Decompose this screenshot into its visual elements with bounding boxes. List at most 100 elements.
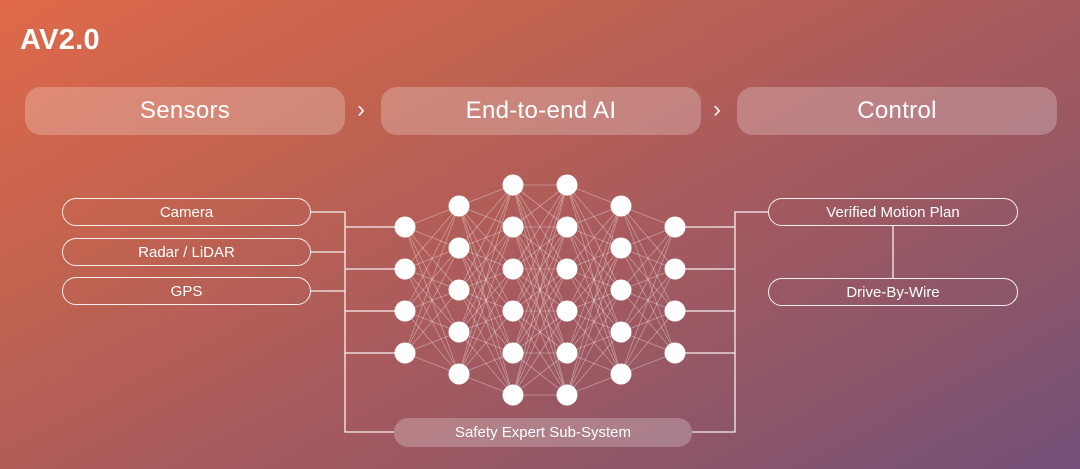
- network-edge: [512, 184, 568, 396]
- network-edge: [566, 247, 622, 396]
- network-edge: [512, 184, 568, 354]
- network-edge: [512, 268, 568, 312]
- network-edge: [458, 226, 514, 333]
- network-edge: [404, 268, 460, 333]
- network-edge: [512, 184, 568, 312]
- network-edge: [620, 268, 676, 333]
- network-node-layer-1: [394, 216, 416, 238]
- network-node-layer-1: [394, 342, 416, 364]
- network-edge: [512, 310, 568, 354]
- network-node-layer-3: [502, 384, 524, 406]
- connector-lines: [311, 211, 894, 433]
- network-edge: [404, 247, 460, 354]
- network-edge: [404, 205, 460, 354]
- network-edge: [620, 247, 676, 354]
- network-edge: [404, 205, 460, 270]
- network-edge: [566, 268, 622, 375]
- network-edge: [512, 310, 568, 354]
- network-edge: [458, 205, 514, 396]
- network-edge: [404, 226, 460, 375]
- network-edge: [566, 268, 622, 333]
- network-edge: [566, 205, 622, 354]
- network-edge: [512, 268, 568, 396]
- network-node-layer-5: [610, 195, 632, 217]
- network-edge: [620, 247, 676, 312]
- network-edge: [458, 205, 514, 270]
- network-edge: [458, 226, 514, 375]
- network-node-layer-2: [448, 363, 470, 385]
- network-node-layer-3: [502, 300, 524, 322]
- network-edge: [512, 226, 568, 396]
- network-edge: [512, 226, 568, 354]
- network-edge: [566, 247, 622, 354]
- network-node-layer-2: [448, 195, 470, 217]
- network-edge: [620, 205, 676, 354]
- network-node-layer-5: [610, 279, 632, 301]
- network-edge: [458, 226, 514, 291]
- network-edge: [620, 205, 676, 312]
- network-edge: [512, 226, 568, 396]
- network-edge: [458, 331, 514, 396]
- network-edge: [620, 226, 676, 333]
- network-edge: [404, 226, 460, 291]
- network-edge: [512, 184, 568, 354]
- network-node-layer-5: [610, 363, 632, 385]
- output-bus-line: [692, 211, 768, 433]
- network-node-layer-1: [394, 300, 416, 322]
- network-node-layer-4: [556, 384, 578, 406]
- network-node-layer-3: [502, 174, 524, 196]
- output-drive-by-wire: Drive-By-Wire: [768, 278, 1018, 306]
- network-edge: [566, 331, 622, 396]
- network-edge: [458, 289, 514, 354]
- network-edge: [458, 205, 514, 312]
- network-edge: [566, 184, 622, 291]
- network-node-layer-4: [556, 300, 578, 322]
- network-edge: [458, 268, 514, 375]
- network-edge: [620, 268, 676, 375]
- network-edge: [566, 226, 622, 333]
- network-edge: [620, 289, 676, 354]
- network-edge: [458, 247, 514, 354]
- network-edge: [512, 184, 568, 228]
- network-edge: [404, 205, 460, 312]
- chevron-right-icon: ›: [357, 96, 365, 123]
- network-edge: [512, 310, 568, 396]
- input-camera: Camera: [62, 198, 311, 226]
- network-edge: [566, 184, 622, 249]
- network-node-layer-6: [664, 216, 686, 238]
- input-feed-lines: [345, 226, 405, 354]
- network-node-layer-6: [664, 258, 686, 280]
- network-edge: [620, 205, 676, 270]
- network-edge: [566, 184, 622, 375]
- output-verified-motion-plan: Verified Motion Plan: [768, 198, 1018, 226]
- input-radar-lidar: Radar / LiDAR: [62, 238, 311, 266]
- network-edge: [458, 247, 514, 396]
- network-edge: [512, 226, 568, 354]
- network-edge: [566, 205, 622, 396]
- network-edge: [404, 247, 460, 312]
- diagram-title: AV2.0: [20, 24, 100, 56]
- network-node-layer-5: [610, 321, 632, 343]
- network-edge: [458, 268, 514, 333]
- network-edge: [512, 226, 568, 312]
- network-nodes: [394, 174, 686, 406]
- network-edge: [458, 247, 514, 312]
- network-edge: [458, 184, 514, 291]
- network-edge: [566, 205, 622, 270]
- safety-expert-subsystem: Safety Expert Sub-System: [394, 418, 692, 447]
- network-node-layer-6: [664, 300, 686, 322]
- network-edge: [566, 226, 622, 291]
- network-edge: [620, 226, 676, 375]
- network-node-layer-4: [556, 216, 578, 238]
- network-edge: [512, 268, 568, 396]
- network-node-layer-4: [556, 258, 578, 280]
- network-edge: [512, 184, 568, 270]
- stage-sensors: Sensors: [25, 87, 345, 135]
- network-edge: [458, 184, 514, 375]
- network-edge: [512, 184, 568, 396]
- network-node-layer-6: [664, 342, 686, 364]
- network-edge: [404, 268, 460, 375]
- network-edge: [458, 184, 514, 249]
- network-node-layer-5: [610, 237, 632, 259]
